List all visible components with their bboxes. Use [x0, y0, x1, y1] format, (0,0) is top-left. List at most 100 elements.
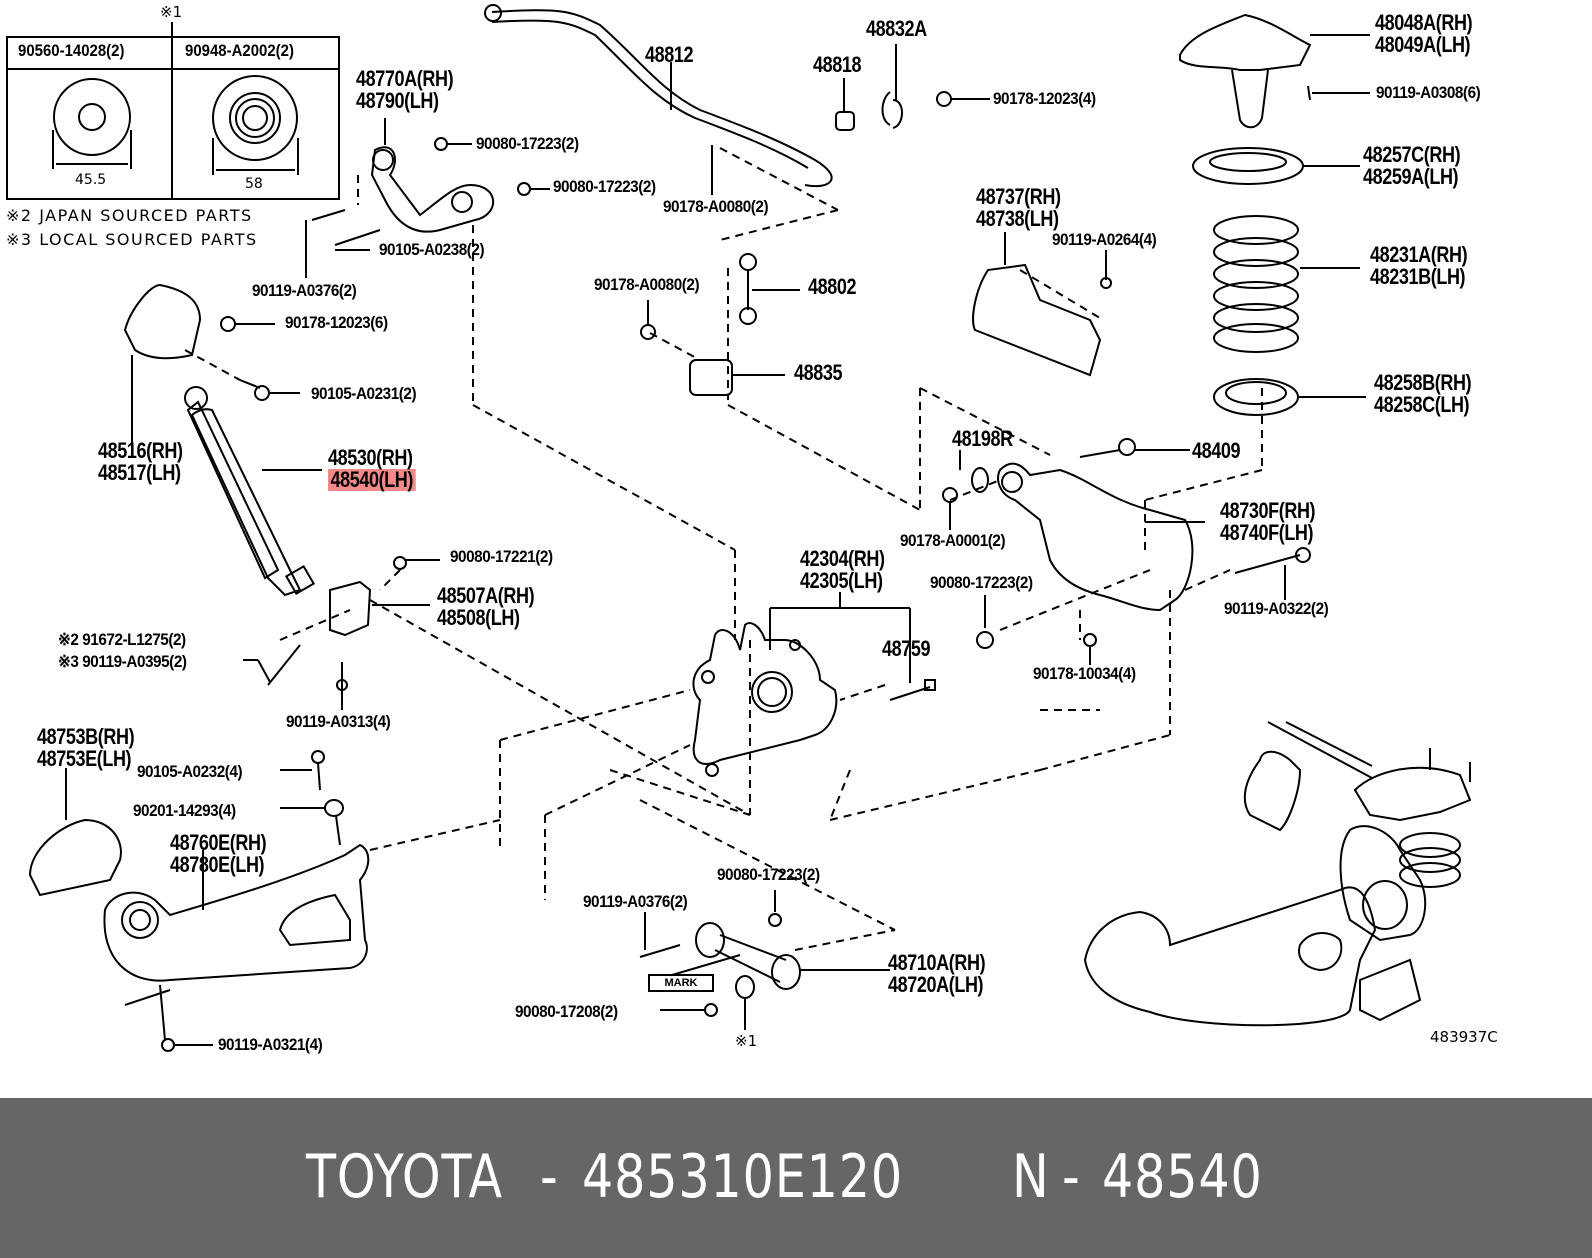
callout-48231a[interactable]: 48231A(RH)48231B(LH) — [1370, 244, 1468, 289]
callout-48812[interactable]: 48812 — [645, 42, 694, 67]
table-header-divider — [6, 68, 338, 70]
callout-lh: 48508(LH) — [437, 605, 520, 630]
callout-rh: 48770A(RH) — [356, 66, 454, 91]
callout-90119-a0395[interactable]: ※3 90119-A0395(2) — [58, 653, 187, 670]
callout-lh: 48049A(LH) — [1375, 32, 1471, 57]
callout-lh: 48720A(LH) — [888, 972, 984, 997]
callout-90178-a0001[interactable]: 90178-A0001(2) — [900, 531, 1006, 550]
callout-90119-a0322[interactable]: 90119-A0322(2) — [1224, 599, 1329, 618]
callout-90178-a0080-a[interactable]: 90178-A0080(2) — [663, 197, 769, 216]
callout-rh: 48710A(RH) — [888, 950, 986, 975]
callout-48760e[interactable]: 48760E(RH)48780E(LH) — [170, 830, 267, 877]
callout-part: 91672-L1275(2) — [82, 630, 186, 649]
footer-n-value: 48540 — [1102, 1142, 1263, 1212]
callout-lh: 48258C(LH) — [1374, 392, 1470, 417]
callout-lh: 48231B(LH) — [1370, 264, 1466, 289]
callout-48737[interactable]: 48737(RH)48738(LH) — [976, 186, 1061, 230]
table-marker: ※1 — [160, 3, 183, 21]
callout-48409[interactable]: 48409 — [1192, 438, 1241, 463]
callout-90080-17221[interactable]: 90080-17221(2) — [450, 547, 553, 566]
washer-marker-x1: ※1 — [735, 1032, 758, 1050]
callout-90080-17223-b[interactable]: 90080-17223(2) — [553, 177, 656, 196]
callout-lh: 48259A(LH) — [1363, 164, 1459, 189]
callout-rh: 48730F(RH) — [1220, 498, 1316, 523]
callout-rh: 48760E(RH) — [170, 830, 267, 855]
callout-rh: 48530(RH) — [328, 445, 413, 470]
mark-label: MARK — [648, 974, 714, 992]
callout-rh: 48048A(RH) — [1375, 10, 1473, 35]
callout-90119-a0376-bottom[interactable]: 90119-A0376(2) — [583, 892, 688, 911]
callout-lh: 48738(LH) — [976, 206, 1059, 231]
callout-48770a[interactable]: 48770A(RH)48790(LH) — [356, 66, 454, 112]
bolt-48409-icon — [1118, 438, 1136, 456]
callout-marker: ※2 — [58, 630, 79, 649]
callout-48257c[interactable]: 48257C(RH)48259A(LH) — [1363, 144, 1461, 189]
callout-48753b[interactable]: 48753B(RH)48753E(LH) — [37, 726, 135, 771]
callout-48818[interactable]: 48818 — [813, 52, 862, 77]
callout-48530[interactable]: 48530(RH)48540(LH) — [328, 445, 416, 491]
callout-48507a[interactable]: 48507A(RH)48508(LH) — [437, 583, 535, 630]
toe-link-bushing-icon — [695, 922, 725, 958]
callout-lh-highlighted: 48540(LH) — [328, 469, 416, 491]
assembled-suspension-icon — [1083, 721, 1472, 1027]
callout-90119-a0313[interactable]: 90119-A0313(4) — [286, 712, 391, 731]
callout-marker: ※3 — [58, 652, 79, 671]
callout-90105-a0238[interactable]: 90105-A0238(2) — [379, 240, 485, 259]
callout-48802[interactable]: 48802 — [808, 274, 857, 299]
callout-90080-17223-d[interactable]: 90080-17223(2) — [717, 865, 820, 884]
callout-lh: 48740F(LH) — [1220, 520, 1314, 545]
bushing-48818-icon — [835, 111, 855, 131]
callout-90105-a0232[interactable]: 90105-A0232(4) — [137, 762, 243, 781]
washer-dim-2: 58 — [245, 176, 263, 192]
callout-lh: 48780E(LH) — [170, 852, 265, 877]
callout-90105-a0231[interactable]: 90105-A0231(2) — [311, 384, 417, 403]
lower-arm-48760e-icon — [103, 843, 370, 982]
washer-table — [6, 36, 340, 200]
callout-48258b[interactable]: 48258B(RH)48258C(LH) — [1374, 370, 1472, 417]
callout-42304[interactable]: 42304(RH)42305(LH) — [800, 548, 885, 592]
footer-n-label: N — [1012, 1142, 1050, 1212]
callout-90178-a0080-b[interactable]: 90178-A0080(2) — [594, 275, 700, 294]
callout-48048a[interactable]: 48048A(RH)48049A(LH) — [1375, 10, 1473, 57]
callout-90080-17208[interactable]: 90080-17208(2) — [515, 1002, 618, 1021]
note-marker: ※3 — [6, 230, 33, 249]
callout-90119-a0308[interactable]: 90119-A0308(6) — [1376, 83, 1481, 102]
coil-spring-icon — [1213, 215, 1299, 353]
shock-bracket-48516-icon — [123, 283, 202, 360]
callout-91672-l1275[interactable]: ※2 91672-L1275(2) — [58, 631, 186, 648]
diagram-linework — [28, 4, 1472, 1052]
footer-separator: - — [1062, 1142, 1081, 1212]
callout-90178-12023-6[interactable]: 90178-12023(6) — [285, 313, 388, 332]
note-marker: ※2 — [6, 206, 33, 225]
callout-lh: 42305(LH) — [800, 568, 883, 593]
washer-part-2: 90948-A2002(2) — [185, 41, 294, 60]
callout-90119-a0321[interactable]: 90119-A0321(4) — [218, 1035, 323, 1054]
callout-48730f[interactable]: 48730F(RH)48740F(LH) — [1220, 498, 1316, 545]
callout-rh: 48507A(RH) — [437, 583, 535, 608]
callout-lh: 48753E(LH) — [37, 746, 132, 771]
callout-lh: 48517(LH) — [98, 460, 181, 485]
callout-90119-a0376-top[interactable]: 90119-A0376(2) — [252, 281, 357, 300]
steering-knuckle-icon — [692, 622, 838, 765]
callout-90119-a0264[interactable]: 90119-A0264(4) — [1052, 230, 1157, 249]
callout-48832a[interactable]: 48832A — [866, 16, 927, 41]
callout-rh: 42304(RH) — [800, 546, 885, 571]
callout-90080-17223-c[interactable]: 90080-17223(2) — [930, 573, 1033, 592]
cover-48753b-icon — [28, 818, 122, 897]
callout-90178-12023-4[interactable]: 90178-12023(4) — [993, 89, 1096, 108]
callout-90178-10034[interactable]: 90178-10034(4) — [1033, 664, 1136, 683]
bushing-48835-icon — [689, 359, 733, 396]
shock-absorber-icon — [186, 400, 280, 580]
table-divider — [171, 36, 173, 198]
callout-90080-17223-a[interactable]: 90080-17223(2) — [476, 134, 579, 153]
callout-48759[interactable]: 48759 — [882, 636, 931, 661]
nut-icon — [936, 91, 952, 107]
callout-48710a[interactable]: 48710A(RH)48720A(LH) — [888, 950, 986, 997]
washer-45-5-icon — [53, 78, 131, 156]
callout-48835[interactable]: 48835 — [794, 360, 843, 385]
callout-48198r[interactable]: 48198R — [952, 426, 1013, 451]
callout-90201-14293[interactable]: 90201-14293(4) — [133, 801, 236, 820]
callout-48516[interactable]: 48516(RH)48517(LH) — [98, 440, 183, 484]
callout-rh: 48258B(RH) — [1374, 370, 1472, 395]
parts-diagram: ※1 90560-14028(2) 90948-A2002(2) 45.5 58… — [6, 3, 1498, 1054]
